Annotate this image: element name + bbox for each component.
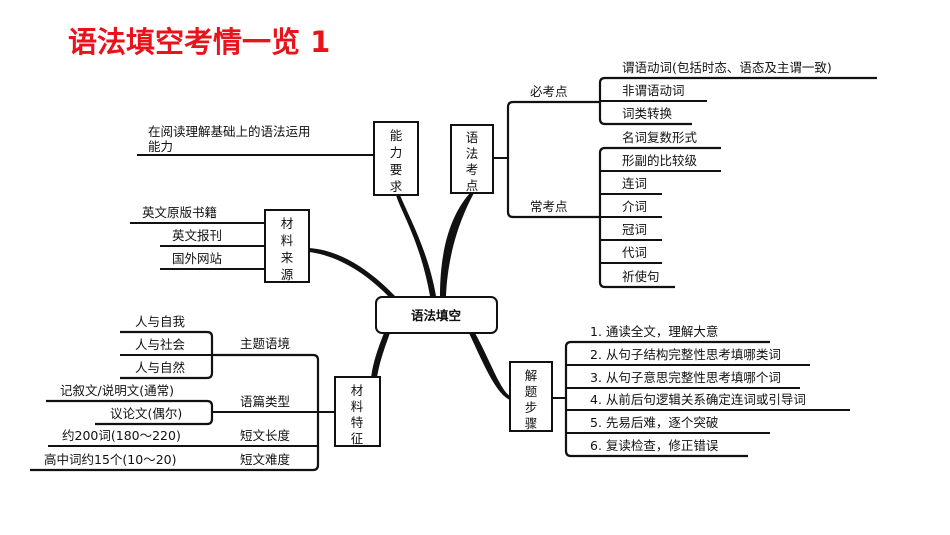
node-text: 4. 从前后句逻辑关系确定连词或引导词 <box>590 392 806 407</box>
ability-box-label: 能力 要求 <box>390 128 403 194</box>
node-text: 连词 <box>622 176 647 191</box>
node-text: 源 <box>281 267 294 282</box>
node-text: 材 <box>281 216 294 231</box>
node-text: 2. 从句子结构完整性思考填哪类词 <box>590 347 781 362</box>
steps-node <box>509 361 553 432</box>
node-text: 名词复数形式 <box>622 130 698 145</box>
node-text: 考 <box>466 162 479 177</box>
difficulty-label: 短文难度 <box>240 452 291 467</box>
node-text: 点 <box>466 178 479 193</box>
node-text: 能 <box>390 128 403 143</box>
ability-text-2: 能力 <box>148 139 173 154</box>
features-box-label: 材料 特征 <box>351 383 364 446</box>
must-points-list: 谓语动词(包括时态、语态及主谓一致) 非谓语动词 词类转换 <box>622 60 832 121</box>
connector-line <box>440 193 474 296</box>
center-label: 语法填空 <box>411 308 461 323</box>
node-text: 非谓语动词 <box>622 83 685 98</box>
connector-line <box>506 100 600 219</box>
connector-line <box>30 353 320 472</box>
node-text: 英文原版书籍 <box>142 205 217 220</box>
ability-text: 在阅读理解基础上的语法运用 <box>148 124 311 139</box>
sources-box-label: 材料 来源 <box>281 216 294 282</box>
page-title: 语法填空考情一览 1 <box>68 25 330 59</box>
node-text: 6. 复读检查，修正错误 <box>590 438 719 453</box>
genre-label: 语篇类型 <box>240 394 290 409</box>
node-text: 人与自我 <box>135 314 186 329</box>
node-text: 骤 <box>525 416 538 431</box>
grammar-points-box-label: 语法 考点 <box>466 130 479 193</box>
connector-line <box>309 248 395 298</box>
node-text: 3. 从句子意思完整性思考填哪个词 <box>590 370 781 385</box>
connector-line <box>469 333 510 400</box>
node-text: 步 <box>525 400 538 415</box>
connector-line <box>396 195 436 296</box>
common-points-label: 常考点 <box>530 199 568 214</box>
node-text: 形副的比较级 <box>622 153 698 168</box>
genre-item: 议论文(偶尔) <box>110 406 182 421</box>
node-text: 词类转换 <box>622 106 673 121</box>
common-points-list: 名词复数形式 形副的比较级 连词 介词 冠词 代词 祈使句 <box>622 130 698 284</box>
features-node <box>334 376 381 447</box>
node-text: 求 <box>390 179 403 194</box>
node-text: 代词 <box>622 245 647 260</box>
steps-box-label: 解题 步骤 <box>525 368 538 431</box>
genre-item: 记叙文/说明文(通常) <box>60 383 174 398</box>
node-text: 谓语动词(包括时态、语态及主谓一致) <box>622 60 832 75</box>
node-text: 英文报刊 <box>172 228 222 243</box>
node-text: 征 <box>351 431 364 446</box>
node-text: 力 <box>390 145 403 160</box>
node-text: 1. 通读全文，理解大意 <box>590 324 718 339</box>
node-text: 料 <box>351 399 364 414</box>
node-text: 冠词 <box>622 222 647 237</box>
difficulty-value: 高中词约15个(10～20) <box>44 452 176 467</box>
length-label: 短文长度 <box>240 428 291 443</box>
length-value: 约200词(180～220) <box>62 428 181 443</box>
sources-node <box>264 209 310 283</box>
node-text: 解 <box>525 368 538 383</box>
node-text: 题 <box>525 384 538 399</box>
node-text: 介词 <box>622 199 647 214</box>
node-text: 国外网站 <box>172 251 222 266</box>
node-text: 语 <box>466 130 479 145</box>
node-text: 5. 先易后难，逐个突破 <box>590 415 718 430</box>
ability-node <box>373 121 419 196</box>
node-text: 人与社会 <box>135 337 186 352</box>
sources-list: 英文原版书籍 英文报刊 国外网站 <box>142 205 222 266</box>
node-text: 人与自然 <box>135 360 185 375</box>
node-text: 要 <box>390 162 403 177</box>
node-text: 材 <box>351 383 364 398</box>
center-node <box>375 296 498 334</box>
theme-list: 人与自我 人与社会 人与自然 <box>135 314 186 375</box>
steps-list: 1. 通读全文，理解大意 2. 从句子结构完整性思考填哪类词 3. 从句子意思完… <box>590 324 806 453</box>
node-text: 特 <box>351 415 364 430</box>
node-text: 祈使句 <box>622 269 660 284</box>
node-text: 法 <box>466 146 479 161</box>
node-text: 来 <box>281 250 294 265</box>
connector-line <box>564 340 770 458</box>
theme-label: 主题语境 <box>240 336 290 351</box>
must-points-label: 必考点 <box>530 84 568 99</box>
node-text: 料 <box>281 233 294 248</box>
